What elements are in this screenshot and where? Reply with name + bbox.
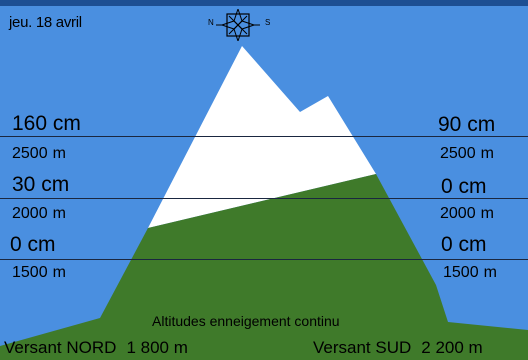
altitude-unit: m bbox=[52, 205, 66, 222]
south-snow-2500: 90 cm bbox=[438, 113, 496, 136]
altitude-value: 2000 bbox=[12, 205, 48, 222]
compass: N S bbox=[208, 9, 272, 41]
altitude-value: 1500 bbox=[443, 264, 479, 281]
north-slope-altitude: 1 800 m bbox=[126, 338, 188, 357]
north-snow-2000: 30 cm bbox=[12, 173, 70, 196]
north-slope-label: Versant NORD bbox=[4, 338, 117, 357]
altitude-unit: m bbox=[480, 205, 494, 222]
south-slope-summary: Versant SUD 2 200 m bbox=[313, 338, 483, 358]
date-label: jeu. 18 avril bbox=[9, 14, 82, 31]
altitude-line-2500 bbox=[0, 136, 528, 137]
compass-south-label: S bbox=[265, 18, 271, 27]
south-snow-2000: 0 cm bbox=[441, 175, 487, 198]
altitude-line-1500 bbox=[0, 259, 528, 260]
south-slope-label: Versant SUD bbox=[313, 338, 412, 357]
south-snow-1500: 0 cm bbox=[441, 233, 487, 256]
altitude-value: 1500 bbox=[12, 264, 48, 281]
altitude-value: 2500 bbox=[440, 145, 476, 162]
compass-rose-icon bbox=[216, 9, 260, 41]
altitude-value: 2000 bbox=[440, 205, 476, 222]
north-snow-1500: 0 cm bbox=[10, 233, 56, 256]
altitude-value: 2500 bbox=[12, 145, 48, 162]
compass-north-label: N bbox=[208, 18, 214, 27]
altitude-line-2000 bbox=[0, 198, 528, 199]
mountain-snow-cap bbox=[148, 46, 376, 228]
altitude-unit: m bbox=[52, 264, 66, 281]
south-slope-altitude: 2 200 m bbox=[421, 338, 483, 357]
top-bar bbox=[0, 0, 528, 6]
north-snow-2500: 160 cm bbox=[12, 112, 81, 135]
altitude-unit: m bbox=[52, 145, 66, 162]
continuous-snow-title: Altitudes enneigement continu bbox=[152, 313, 340, 329]
altitude-unit: m bbox=[483, 264, 497, 281]
mountain-grassland bbox=[0, 174, 528, 360]
altitude-unit: m bbox=[480, 145, 494, 162]
north-slope-summary: Versant NORD 1 800 m bbox=[4, 338, 188, 358]
